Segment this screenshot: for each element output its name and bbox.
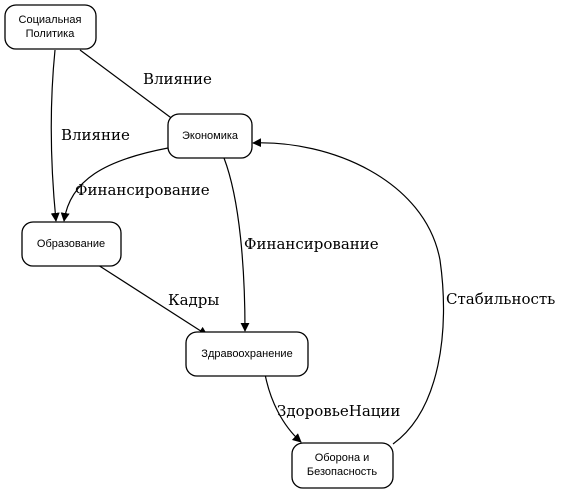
node-social-policy[interactable]: Социальная Политика — [4, 4, 97, 50]
node-education[interactable]: Образование — [21, 221, 122, 267]
edge-label-economy-to-education: Финансирование — [75, 181, 210, 199]
node-social-policy-line1: Социальная — [19, 14, 82, 26]
edge-label-economy-to-healthcare: Финансирование — [244, 235, 379, 253]
edge-social-to-economy: Влияние — [79, 49, 212, 124]
edge-defense-to-economy: Стабильность — [252, 138, 555, 445]
edge-label-education-to-healthcare: Кадры — [168, 291, 219, 309]
node-economy[interactable]: Экономика — [167, 113, 253, 159]
edge-label-social-to-economy: Влияние — [143, 70, 212, 88]
node-social-policy-line2: Политика — [26, 28, 76, 40]
node-defense-line1: Оборона и — [315, 452, 370, 464]
node-healthcare[interactable]: Здравоохранение — [185, 331, 309, 377]
edge-education-to-healthcare: Кадры — [97, 264, 219, 336]
edge-social-to-education: Влияние — [50, 49, 130, 222]
edge-label-healthcare-to-defense: ЗдоровьеНации — [277, 402, 400, 420]
node-economy-label: Экономика — [182, 130, 239, 142]
node-education-label: Образование — [37, 238, 105, 250]
edge-label-defense-to-economy: Стабильность — [446, 290, 555, 308]
node-healthcare-label: Здравоохранение — [201, 348, 292, 360]
edge-label-social-to-education: Влияние — [61, 126, 130, 144]
edge-healthcare-to-defense: ЗдоровьеНации — [264, 373, 400, 443]
node-defense[interactable]: Оборона и Безопасность — [291, 442, 394, 489]
edge-economy-to-education: Финансирование — [60, 147, 210, 222]
edge-economy-to-healthcare: Финансирование — [223, 157, 379, 332]
node-defense-line2: Безопасность — [307, 466, 377, 478]
